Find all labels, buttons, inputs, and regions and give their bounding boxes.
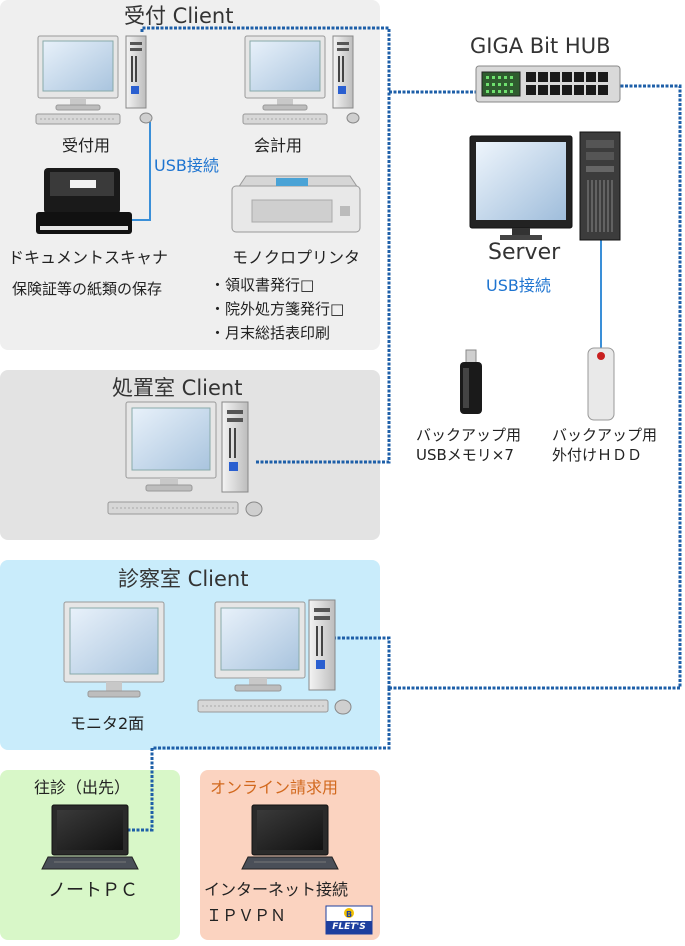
printer-task-receipt: ・領収書発行□	[210, 276, 315, 294]
printer-label: モノクロプリンタ	[232, 248, 361, 267]
server-icon	[469, 131, 621, 241]
online-line2: ＩＰＶＰＮ	[206, 906, 287, 925]
reception-usb-label: USB接続	[154, 156, 219, 175]
flets-logo-text: FLET'S	[332, 922, 366, 932]
backup-memory-label-1: バックアップ用	[416, 426, 522, 444]
exam-panel-title: 診察室 Client	[118, 567, 249, 591]
giga-hub-icon	[475, 65, 621, 103]
online-line1: インターネット接続	[204, 880, 349, 899]
accounting-pc-icon	[242, 35, 360, 125]
home-visit-title: 往診（出先）	[34, 778, 131, 797]
treatment-panel-title: 処置室 Client	[112, 376, 243, 400]
mono-printer-icon	[231, 175, 361, 233]
backup-hdd-label-2: 外付けＨＤＤ	[552, 446, 643, 464]
printer-task-summary: ・月末総括表印刷	[210, 324, 331, 342]
usb-memory-icon	[460, 349, 482, 414]
scanner-note: 保険証等の紙類の保存	[12, 280, 163, 298]
accounting-pc-label: 会計用	[254, 136, 303, 155]
document-scanner-icon	[36, 168, 132, 234]
scanner-label: ドキュメントスキャナ	[8, 248, 169, 267]
exam-pc-icon	[197, 599, 352, 715]
reception-panel-title: 受付 Client	[124, 4, 234, 28]
treatment-pc-icon	[107, 401, 263, 517]
online-laptop-icon	[241, 804, 339, 870]
svg-text:B: B	[346, 910, 352, 919]
network-cable	[120, 26, 682, 832]
home-visit-laptop-icon	[41, 804, 139, 870]
online-title: オンライン請求用	[210, 778, 339, 797]
reception-pc-icon	[35, 35, 153, 125]
hub-label: GIGA Bit HUB	[470, 34, 611, 58]
flets-logo: B	[325, 905, 373, 935]
server-usb-label: USB接続	[486, 276, 551, 295]
printer-task-prescription: ・院外処方箋発行□	[210, 300, 345, 318]
server-label: Server	[488, 240, 561, 265]
backup-memory-label-2: USBメモリ×7	[416, 446, 514, 464]
exam-monitor-label: モニタ2面	[70, 714, 145, 733]
external-hdd-icon	[587, 347, 615, 421]
reception-pc-label: 受付用	[62, 136, 111, 155]
laptop-label: ノートＰＣ	[48, 880, 138, 901]
exam-monitor-icon	[63, 601, 165, 698]
backup-hdd-label-1: バックアップ用	[552, 426, 658, 444]
